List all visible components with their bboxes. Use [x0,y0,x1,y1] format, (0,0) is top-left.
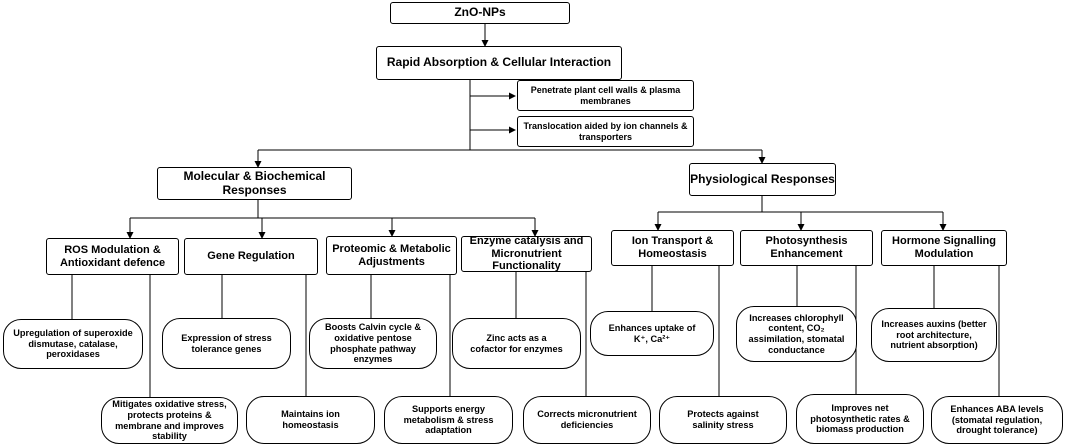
net-photosynthetic-leaf: Improves net photosynthetic rates & biom… [796,394,924,444]
micronutrient-deficiencies-leaf: Corrects micronutrient deficiencies [523,396,651,444]
photosynthesis-box: Photosynthesis Enhancement [740,230,873,266]
translocation-box: Translocation aided by ion channels & tr… [517,116,694,147]
ion-homeostasis-leaf: Maintains ion homeostasis [246,396,375,444]
stress-genes-leaf: Expression of stress tolerance genes [162,318,291,369]
upregulation-antioxidants-leaf: Upregulation of superoxide dismutase, ca… [3,319,143,369]
enhances-uptake-leaf: Enhances uptake of K⁺, Ca²⁺ [590,311,714,356]
ion-transport-box: Ion Transport & Homeostasis [611,230,734,266]
proteomic-metabolic-box: Proteomic & Metabolic Adjustments [326,236,457,275]
ros-modulation-box: ROS Modulation & Antioxidant defence [46,238,179,275]
zno-nps-box: ZnO-NPs [390,2,570,24]
auxins-leaf: Increases auxins (better root architectu… [871,308,997,362]
chlorophyll-content-leaf: Increases chlorophyll content, CO₂ assim… [736,306,857,362]
salinity-stress-leaf: Protects against salinity stress [659,396,787,444]
energy-metabolism-leaf: Supports energy metabolism & stress adap… [384,396,513,444]
zinc-cofactor-leaf: Zinc acts as a cofactor for enzymes [452,318,581,369]
enzyme-catalysis-box: Enzyme catalysis and Micronutrient Funct… [461,235,592,272]
aba-levels-leaf: Enhances ABA levels (stomatal regulation… [931,396,1063,444]
mitigates-oxidative-stress-leaf: Mitigates oxidative stress, protects pro… [101,397,238,444]
physiological-responses-box: Physiological Responses [689,163,836,196]
calvin-cycle-leaf: Boosts Calvin cycle & oxidative pentose … [309,318,437,369]
hormone-signalling-box: Hormone Signalling Modulation [881,230,1007,266]
penetrate-cell-walls-box: Penetrate plant cell walls & plasma memb… [517,80,694,111]
rapid-absorption-box: Rapid Absorption & Cellular Interaction [376,46,622,80]
gene-regulation-box: Gene Regulation [184,238,318,275]
molecular-biochemical-box: Molecular & Biochemical Responses [157,167,352,200]
